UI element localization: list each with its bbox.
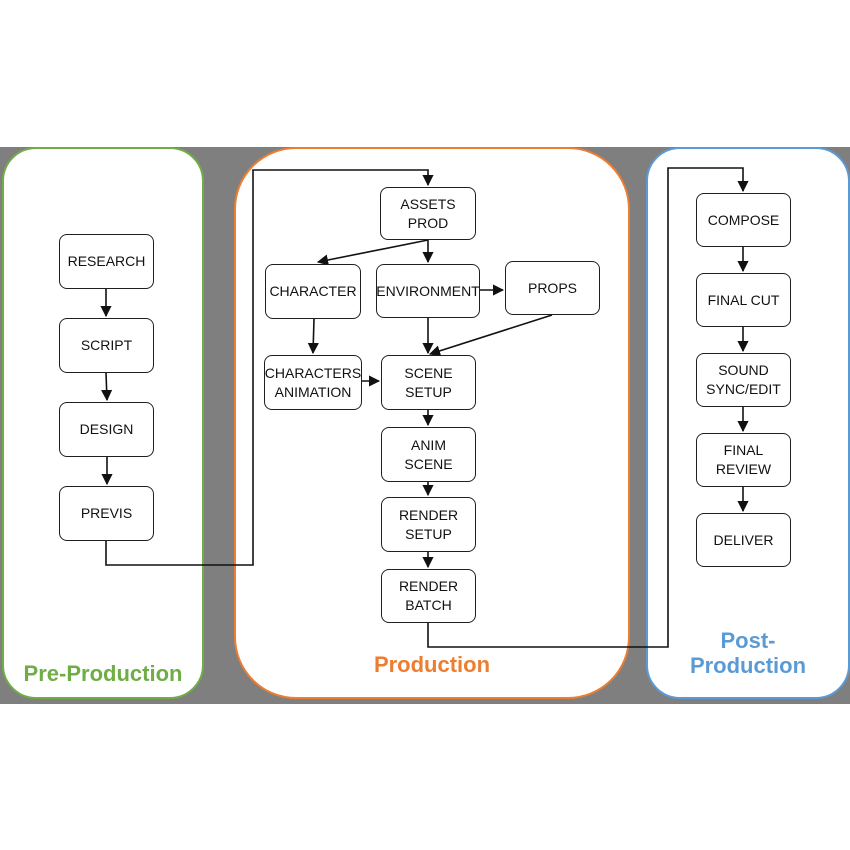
- node-final-review: FINAL REVIEW: [696, 433, 791, 487]
- edge-character-charanim: [307, 318, 319, 355]
- node-design: DESIGN: [59, 402, 154, 457]
- node-render-batch: RENDER BATCH: [381, 569, 476, 623]
- pre-production-title: Pre-Production: [23, 661, 183, 686]
- edge-previs-assets-prod: [105, 169, 434, 566]
- edge-batch-compose: [427, 167, 749, 648]
- edge-assets-character: [316, 239, 429, 266]
- node-research: RESEARCH: [59, 234, 154, 289]
- node-character: CHARACTER: [265, 264, 361, 319]
- node-final-cut: FINAL CUT: [696, 273, 791, 327]
- node-props: PROPS: [505, 261, 600, 315]
- production-title: Production: [373, 652, 491, 677]
- node-anim-scene: ANIM SCENE: [381, 427, 476, 482]
- node-previs: PREVIS: [59, 486, 154, 541]
- post-production-title: Post- Production: [689, 628, 807, 678]
- edge-props-scene-setup: [428, 314, 553, 357]
- node-render-setup: RENDER SETUP: [381, 497, 476, 552]
- node-assets-prod: ASSETS PROD: [380, 187, 476, 240]
- node-characters-animation: CHARACTERS ANIMATION: [264, 355, 362, 410]
- edge-script-design: [101, 372, 113, 402]
- node-sound-sync-edit: SOUND SYNC/EDIT: [696, 353, 791, 407]
- node-compose: COMPOSE: [696, 193, 791, 247]
- node-deliver: DELIVER: [696, 513, 791, 567]
- node-scene-setup: SCENE SETUP: [381, 355, 476, 410]
- node-script: SCRIPT: [59, 318, 154, 373]
- node-environment: ENVIRONMENT: [376, 264, 480, 318]
